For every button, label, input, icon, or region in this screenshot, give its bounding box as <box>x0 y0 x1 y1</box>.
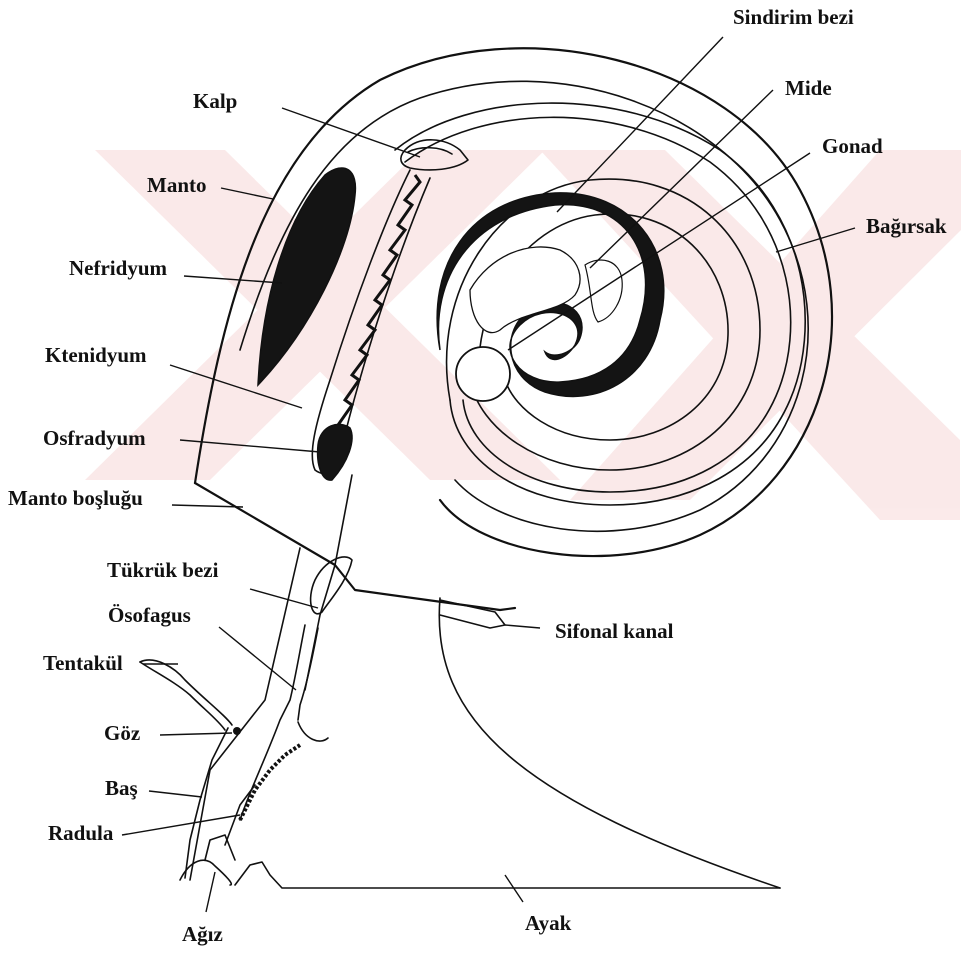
label-agiz: Ağız <box>182 922 223 946</box>
label-kalp: Kalp <box>193 89 237 113</box>
label-radula: Radula <box>48 821 114 845</box>
label-osofagus: Ösofagus <box>108 603 191 627</box>
label-goz: Göz <box>104 721 140 745</box>
label-tentakul: Tentakül <box>43 651 123 675</box>
label-ayak: Ayak <box>525 911 572 935</box>
label-mide: Mide <box>785 76 832 100</box>
label-ktenidyum: Ktenidyum <box>45 343 147 367</box>
label-sindirim-bezi: Sindirim bezi <box>733 5 854 29</box>
label-nefridyum: Nefridyum <box>69 256 167 280</box>
label-gonad: Gonad <box>822 134 883 158</box>
label-osfradyum: Osfradyum <box>43 426 146 450</box>
label-manto: Manto <box>147 173 207 197</box>
label-manto-boslugu: Manto boşluğu <box>8 486 143 510</box>
label-bas: Baş <box>105 776 138 800</box>
label-sifonal-kanal: Sifonal kanal <box>555 619 674 643</box>
label-tukruk-bezi: Tükrük bezi <box>107 558 219 582</box>
label-bagirsak: Bağırsak <box>866 214 947 238</box>
